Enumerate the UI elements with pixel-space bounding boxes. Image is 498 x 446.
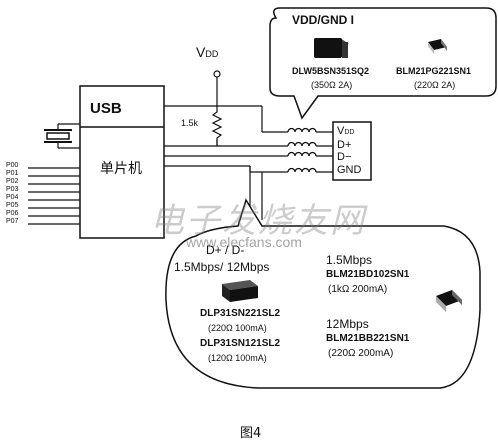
mcu-label: 单片机	[100, 161, 142, 177]
choke-part-spec: (350Ω 2A)	[311, 80, 353, 90]
port-label: P02	[6, 178, 19, 185]
vdd-gnd-callout-bubble	[269, 7, 497, 120]
pin-gnd-label: GND	[337, 164, 362, 176]
usb-mcu-block	[79, 85, 165, 239]
chip-ferrite-icon	[428, 39, 447, 54]
pin-vdd-label: VDD	[337, 125, 355, 137]
dlp-part-spec-2: (120Ω 100mA)	[208, 353, 267, 363]
vdd-gnd-callout-title: VDD/GND I	[292, 13, 355, 27]
choke-part-number: DLW5BSN351SQ2	[292, 66, 370, 76]
full-speed-rate: 12Mbps	[326, 317, 369, 331]
port-label: P04	[6, 194, 19, 201]
low-speed-rate: 1.5Mbps	[326, 253, 373, 267]
dlp-part-number-1: DLP31SN221SL2	[200, 308, 281, 319]
dlp-part-number-2: DLP31SN121SL2	[200, 338, 281, 349]
port-label: P01	[6, 170, 19, 177]
dlp-part-spec-1: (220Ω 100mA)	[208, 323, 267, 333]
watermark-cn: 电子发烧友网	[150, 201, 366, 241]
watermark-url: www.elecfans.com	[186, 234, 302, 250]
data-callout-bubble	[165, 198, 481, 389]
low-speed-part-number: BLM21BD102SN1	[326, 269, 410, 280]
full-speed-part-number: BLM21BB221SN1	[326, 333, 410, 344]
ferrite-part-number: BLM21PG221SN1	[396, 66, 472, 76]
port-label: P03	[6, 186, 19, 193]
blm-chip-icon	[436, 290, 462, 312]
port-label: P06	[6, 210, 19, 217]
vdd-rail	[164, 70, 288, 146]
port-lines	[28, 167, 80, 225]
vdd-source-label: VDD	[196, 44, 219, 60]
crystal-icon	[44, 123, 80, 149]
full-speed-part-spec: (220Ω 200mA)	[328, 348, 394, 359]
ferrite-inductor-icons	[287, 127, 333, 173]
pin-dminus-label: D−	[337, 151, 352, 163]
resistor-label: 1.5k	[181, 118, 199, 128]
common-mode-choke-icon	[314, 38, 349, 58]
port-label: P05	[6, 202, 19, 209]
usb-label: USB	[90, 100, 122, 117]
pin-dplus-label: D+	[337, 139, 352, 151]
usb-connector-box	[332, 121, 372, 181]
data-callout-rate: 1.5Mbps/ 12Mbps	[174, 260, 270, 274]
port-label: P00	[6, 162, 19, 169]
ferrite-part-spec: (220Ω 2A)	[414, 80, 456, 90]
pullup-resistor	[211, 106, 223, 146]
dlp-chip-icon	[222, 280, 258, 302]
figure-caption: 图4	[240, 426, 262, 441]
port-label: P07	[6, 218, 19, 225]
data-callout-title: D+ / D-	[206, 243, 245, 257]
low-speed-part-spec: (1kΩ 200mA)	[328, 284, 388, 295]
